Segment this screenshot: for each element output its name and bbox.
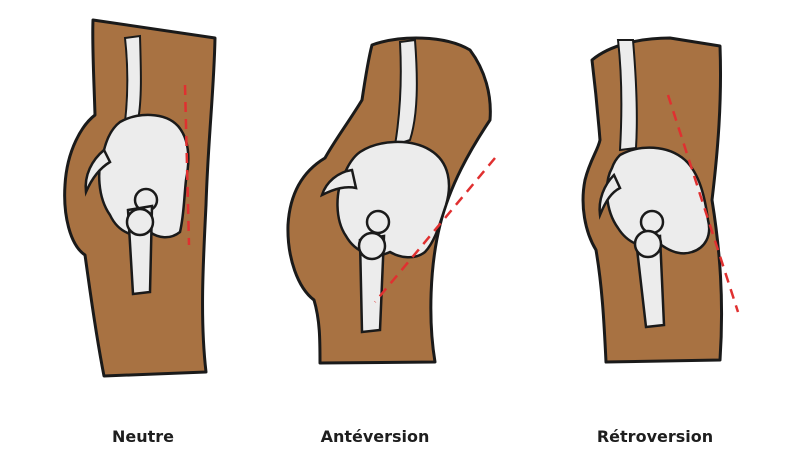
panel-retroversion-illustration — [581, 36, 740, 364]
label-neutral: Neutre — [111, 427, 175, 446]
pelvis-hook-anteversion — [319, 168, 358, 198]
pelvis-anteversion — [336, 140, 451, 259]
tilt-line-retroversion — [666, 94, 740, 313]
tilt-line-anteversion — [374, 157, 496, 303]
panel-neutral-illustration — [63, 18, 217, 378]
femur-knob-anteversion — [357, 231, 387, 261]
pelvis-hook-retroversion — [598, 172, 622, 220]
pelvis-hook-neutral — [84, 148, 112, 197]
label-retroversion: Rétroversion — [596, 427, 714, 446]
femur-head-retroversion — [639, 209, 665, 235]
femur-knob-retroversion — [633, 229, 663, 259]
spine-neutral — [123, 34, 142, 124]
femur-knob-neutral — [125, 207, 155, 237]
tilt-line-neutral — [183, 84, 191, 246]
label-anteversion: Antéversion — [320, 427, 430, 446]
panel-anteversion-illustration — [286, 36, 496, 365]
spine-anteversion — [393, 38, 418, 147]
pelvis-retroversion — [605, 146, 711, 255]
femur-head-anteversion — [365, 209, 391, 235]
spine-retroversion — [616, 39, 638, 152]
